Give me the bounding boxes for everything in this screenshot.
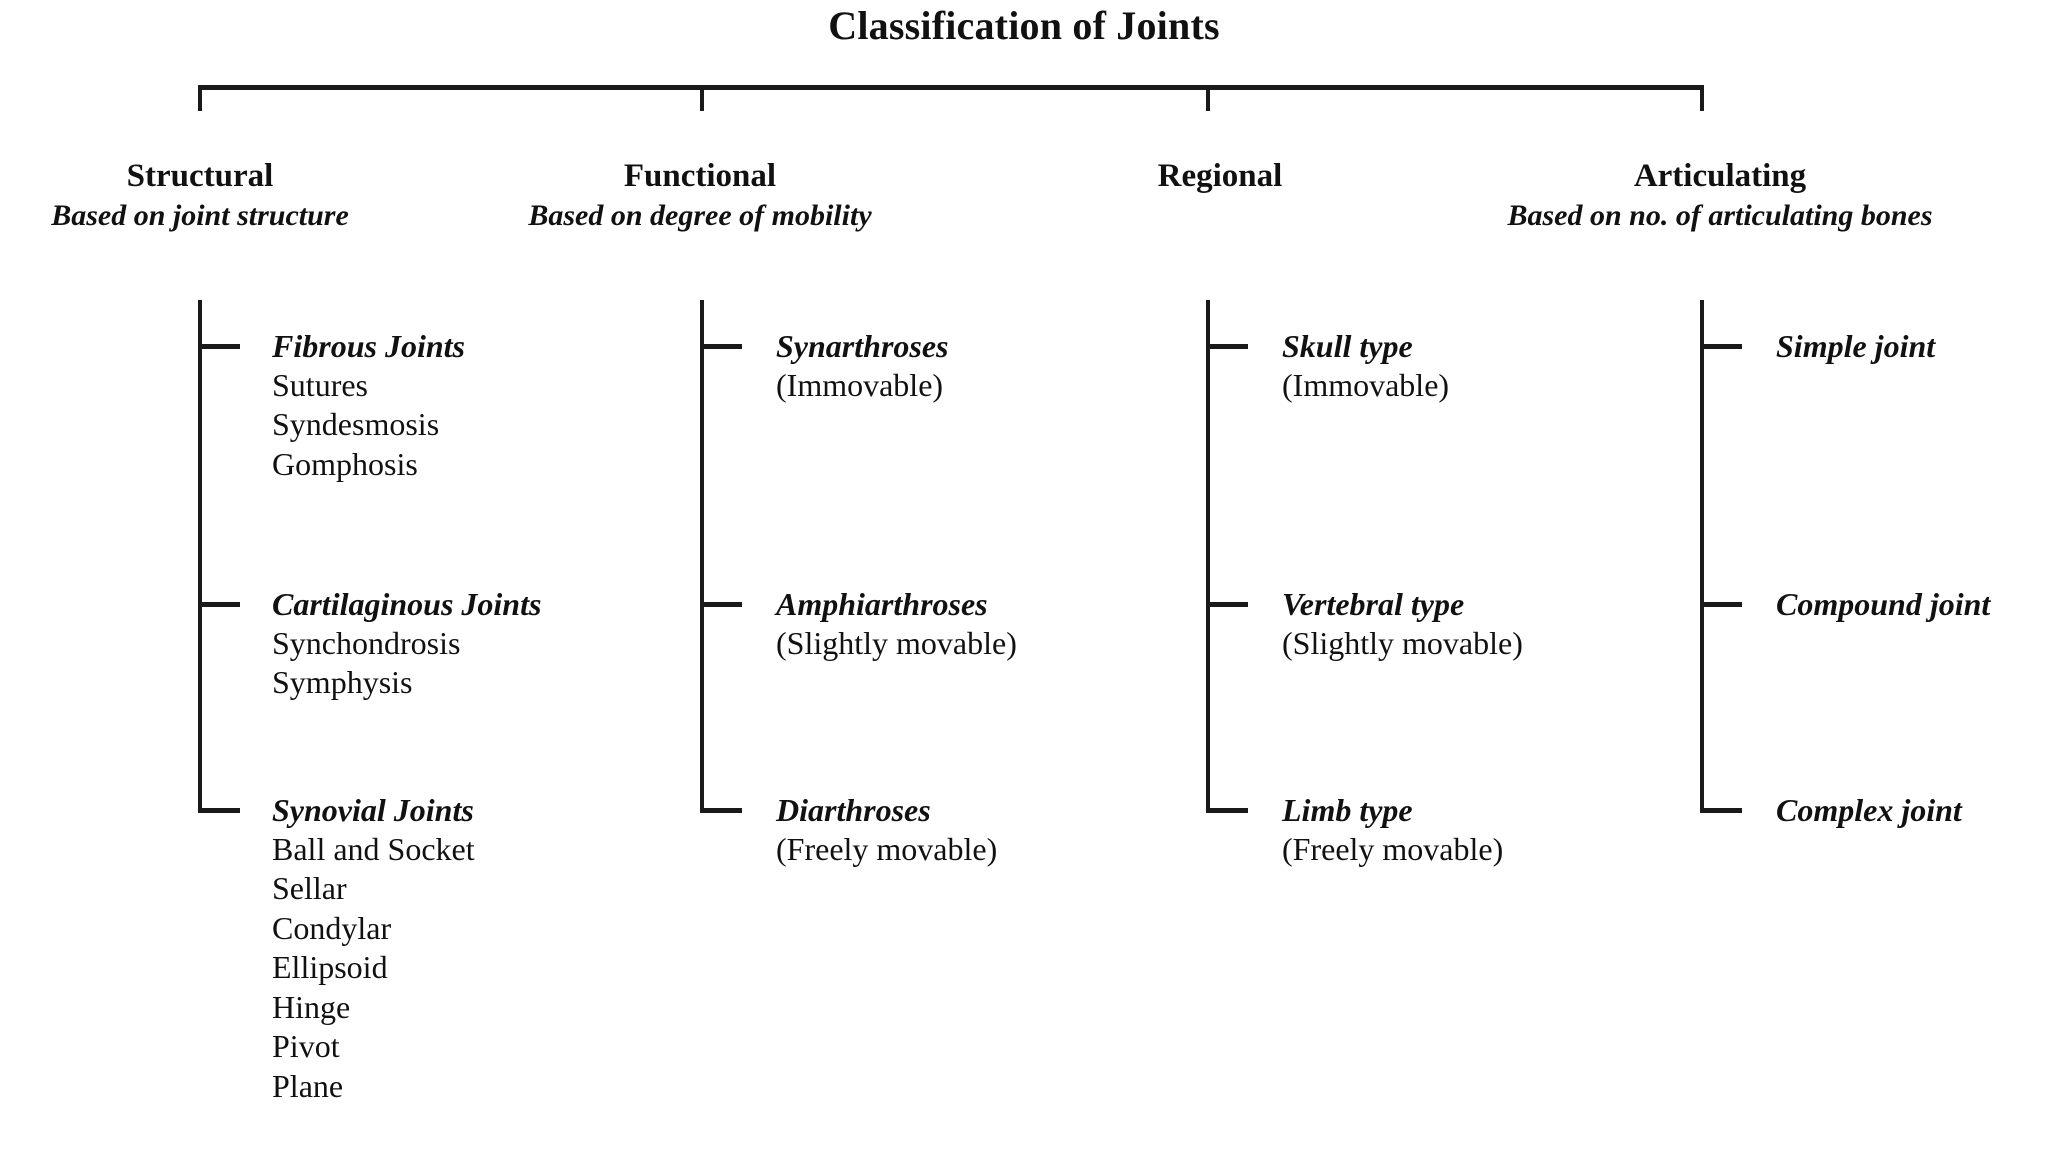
column-heading-title: Articulating: [1633, 158, 1807, 194]
group-amphiarthroses: Amphiarthroses (Slightly movable): [776, 586, 1017, 663]
group-item: Sutures: [272, 366, 368, 403]
group-synovial-joints: Synovial Joints Ball and Socket Sellar C…: [272, 792, 475, 1106]
group-subtitle: (Slightly movable): [1282, 624, 1523, 661]
group-cartilaginous-joints: Cartilaginous Joints Synchondrosis Symph…: [272, 586, 541, 703]
group-subtitle: (Freely movable): [776, 830, 998, 867]
column-heading-structural: Structural Based on joint structure: [0, 158, 400, 233]
group-fibrous-joints: Fibrous Joints Sutures Syndesmosis Gomph…: [272, 328, 465, 484]
branch-tick-simple-joint: [1700, 344, 1742, 349]
group-title: Skull type: [1282, 328, 1413, 364]
column-heading-articulating: Articulating Based on no. of articulatin…: [1400, 158, 2040, 233]
branch-tick-skull-type: [1206, 344, 1248, 349]
top-drop-stub-structural: [198, 85, 202, 111]
top-drop-stub-functional: [700, 85, 704, 111]
top-drop-stub-articulating: [1700, 85, 1704, 111]
group-complex-joint: Complex joint: [1776, 792, 1962, 830]
column-heading-title: Functional: [623, 158, 777, 194]
group-synarthroses: Synarthroses (Immovable): [776, 328, 949, 405]
group-subtitle: (Slightly movable): [776, 624, 1017, 661]
group-vertebral-type: Vertebral type (Slightly movable): [1282, 586, 1523, 663]
group-title: Limb type: [1282, 792, 1413, 828]
top-drop-stub-regional: [1206, 85, 1210, 111]
group-item: Syndesmosis: [272, 406, 440, 443]
group-item: Synchondrosis: [272, 624, 461, 661]
column-heading-title: Structural: [126, 158, 274, 194]
group-item: Ellipsoid: [272, 949, 388, 986]
group-item: Symphysis: [272, 664, 413, 701]
branch-tick-cartilaginous: [198, 602, 240, 607]
branch-tick-complex-joint: [1700, 808, 1742, 813]
group-item: Condylar: [272, 909, 392, 946]
column-heading-regional: Regional: [1000, 158, 1440, 199]
column-spine-structural: [198, 300, 202, 813]
column-heading-title: Regional: [1157, 158, 1283, 194]
group-title: Vertebral type: [1282, 586, 1465, 622]
branch-tick-limb-type: [1206, 808, 1248, 813]
branch-tick-compound-joint: [1700, 602, 1742, 607]
group-simple-joint: Simple joint: [1776, 328, 1935, 366]
branch-tick-synovial: [198, 808, 240, 813]
group-item: Hinge: [272, 988, 351, 1025]
column-spine-articulating: [1700, 300, 1704, 813]
group-diarthroses: Diarthroses (Freely movable): [776, 792, 997, 869]
column-heading-subtitle: Based on degree of mobility: [528, 198, 872, 232]
branch-tick-diarthroses: [700, 808, 742, 813]
page-title: Classification of Joints: [828, 3, 1220, 48]
top-connector-bar: [198, 85, 1704, 90]
group-title: Cartilaginous Joints: [272, 586, 542, 622]
group-item: Pivot: [272, 1028, 340, 1065]
group-limb-type: Limb type (Freely movable): [1282, 792, 1503, 869]
branch-tick-fibrous: [198, 344, 240, 349]
group-title: Diarthroses: [776, 792, 931, 828]
group-title: Complex joint: [1776, 792, 1962, 828]
group-title: Synarthroses: [776, 328, 949, 364]
group-title: Synovial Joints: [272, 792, 474, 828]
group-item: Gomphosis: [272, 445, 418, 482]
group-title: Simple joint: [1776, 328, 1936, 364]
group-skull-type: Skull type (Immovable): [1282, 328, 1449, 405]
column-heading-functional: Functional Based on degree of mobility: [440, 158, 960, 233]
group-subtitle: (Immovable): [776, 366, 944, 403]
group-item: Sellar: [272, 870, 347, 907]
group-item: Plane: [272, 1067, 344, 1104]
group-subtitle: (Freely movable): [1282, 830, 1504, 867]
group-item: Ball and Socket: [272, 830, 475, 867]
group-title: Amphiarthroses: [776, 586, 988, 622]
group-title: Fibrous Joints: [272, 328, 465, 364]
column-spine-functional: [700, 300, 704, 813]
column-heading-subtitle: Based on no. of articulating bones: [1507, 198, 1933, 232]
branch-tick-vertebral-type: [1206, 602, 1248, 607]
branch-tick-amphiarthroses: [700, 602, 742, 607]
column-heading-subtitle: Based on joint structure: [51, 198, 349, 232]
branch-tick-synarthroses: [700, 344, 742, 349]
group-title: Compound joint: [1776, 586, 1991, 622]
group-compound-joint: Compound joint: [1776, 586, 1990, 624]
column-spine-regional: [1206, 300, 1210, 813]
group-subtitle: (Immovable): [1282, 366, 1450, 403]
